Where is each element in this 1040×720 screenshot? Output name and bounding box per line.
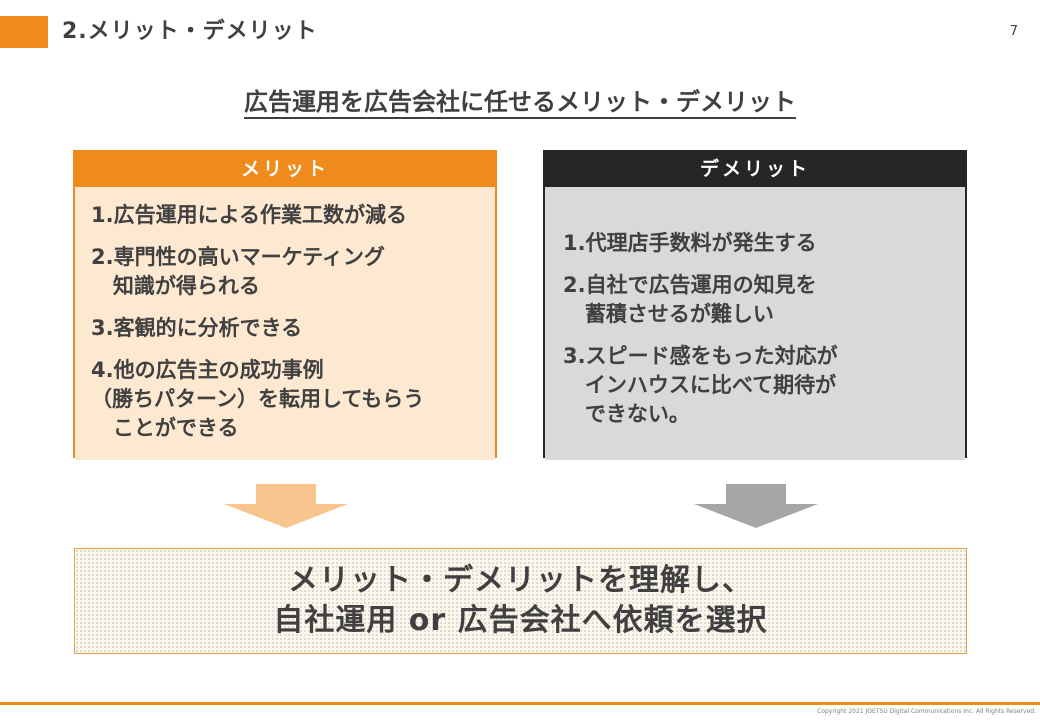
footer-divider	[0, 702, 1040, 705]
copyright-text: Copyright 2021 JOETSU Digital Communicat…	[817, 708, 1036, 715]
header-accent-bar	[0, 16, 48, 48]
merit-item: 2.専門性の高いマーケティング 知識が得られる	[91, 245, 385, 298]
demerit-item: 2.自社で広告運用の知見を 蓄積させるが難しい	[563, 273, 817, 326]
merit-item: 1.広告運用による作業工数が減る	[91, 203, 407, 227]
conclusion-box: メリット・デメリットを理解し、 自社運用 or 広告会社へ依頼を選択	[74, 548, 967, 654]
merit-card-body: 1.広告運用による作業工数が減る 2.専門性の高いマーケティング 知識が得られる…	[75, 187, 495, 460]
page-number: 7	[1009, 24, 1018, 39]
main-title: 広告運用を広告会社に任せるメリット・デメリット	[0, 82, 1040, 119]
demerit-card-title: デメリット	[545, 152, 965, 187]
merit-item: 4.他の広告主の成功事例 （勝ちパターン）を転用してもらう ことができる	[91, 358, 425, 440]
merit-card: メリット 1.広告運用による作業工数が減る 2.専門性の高いマーケティング 知識…	[73, 150, 497, 460]
conclusion-line-2: 自社運用 or 広告会社へ依頼を選択	[273, 603, 768, 638]
demerit-card: デメリット 1.代理店手数料が発生する 2.自社で広告運用の知見を 蓄積させるが…	[543, 150, 967, 460]
section-title: 2.メリット・デメリット	[62, 19, 318, 44]
merit-down-arrow-icon	[224, 484, 348, 528]
demerit-card-body: 1.代理店手数料が発生する 2.自社で広告運用の知見を 蓄積させるが難しい 3.…	[545, 187, 965, 460]
main-title-text: 広告運用を広告会社に任せるメリット・デメリット	[244, 88, 796, 119]
conclusion-line-1: メリット・デメリットを理解し、	[288, 563, 753, 598]
demerit-down-arrow-icon	[694, 484, 818, 528]
merit-card-title: メリット	[75, 152, 495, 187]
demerit-item: 3.スピード感をもった対応が インハウスに比べて期待が できない。	[563, 344, 838, 426]
demerit-item: 1.代理店手数料が発生する	[563, 231, 817, 255]
merit-item: 3.客観的に分析できる	[91, 316, 303, 340]
